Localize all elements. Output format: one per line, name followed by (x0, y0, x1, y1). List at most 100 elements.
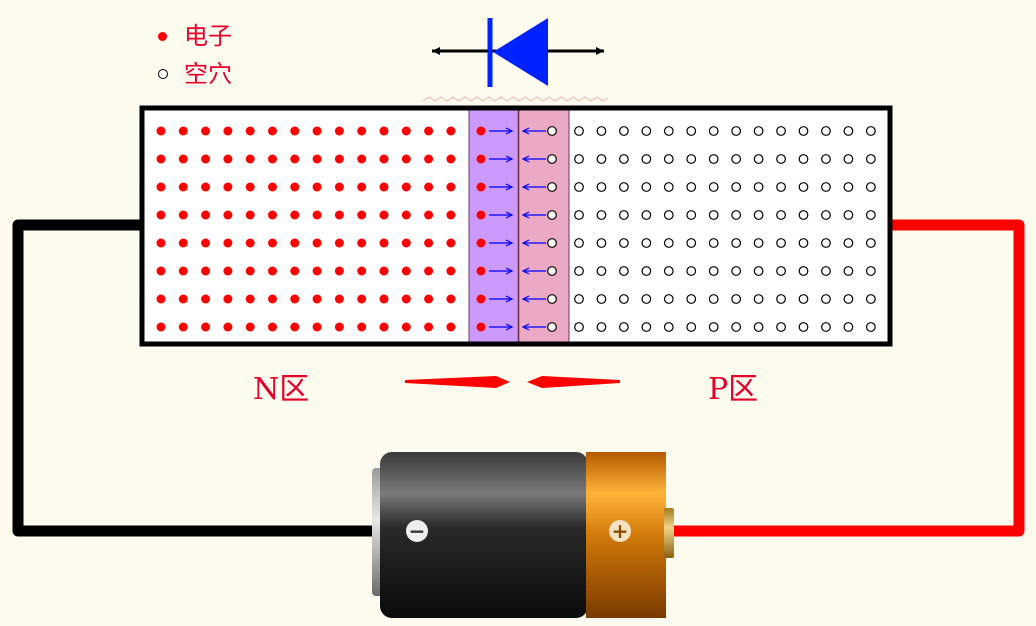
electron-dot (245, 294, 255, 304)
hole-drift-arrowhead (521, 155, 530, 163)
hole-dot (865, 238, 876, 248)
hole-dot (821, 154, 831, 164)
carrier-grid (156, 126, 876, 332)
hole-dot (686, 126, 697, 136)
hole-dot (753, 126, 764, 136)
electron-drift-arrowhead (505, 127, 514, 135)
hole-dot (641, 182, 652, 192)
depletion-region-n (469, 110, 519, 342)
hole-dot (798, 210, 809, 220)
hole-dot (798, 238, 809, 248)
electron-dot (446, 266, 456, 276)
electron-drift-arrowhead (505, 183, 514, 191)
electron-dot (156, 210, 166, 220)
electron-dot (334, 266, 344, 276)
hole-dot (619, 238, 629, 248)
hole-dot (708, 182, 719, 192)
diode-triangle (493, 18, 548, 86)
hole-dot (663, 238, 674, 248)
electron-dot (268, 182, 277, 192)
hole-dot (708, 210, 719, 220)
electron-drift-arrowhead (505, 211, 514, 219)
electron-drift-arrowhead (505, 267, 514, 275)
electron-drift-arrowhead (505, 323, 514, 331)
electron-dot (401, 210, 411, 220)
hole-dot (821, 126, 831, 136)
electron-dot (290, 154, 300, 164)
hole-dot (798, 182, 809, 192)
electron-dot (357, 266, 367, 276)
hole-dot (686, 182, 697, 192)
hole-dot (821, 210, 831, 220)
electron-dot (178, 238, 188, 248)
hole-dot (731, 294, 742, 304)
hole-dot (753, 154, 764, 164)
junction-hole-dot (547, 210, 557, 220)
electron-legend-icon (158, 32, 167, 41)
electron-dot (245, 210, 255, 220)
diffusion-arrow-left (527, 376, 620, 388)
hole-dot (708, 126, 719, 136)
electron-dot (178, 294, 188, 304)
electron-dot (357, 182, 367, 192)
hole-dot (619, 266, 629, 276)
hole-dot (708, 294, 719, 304)
electron-dot (357, 322, 367, 332)
hole-dot (663, 210, 674, 220)
electron-dot (156, 182, 166, 192)
electron-dot (401, 266, 411, 276)
junction-electron-dot (476, 126, 486, 136)
electron-dot (156, 154, 166, 164)
electron-dot (357, 154, 367, 164)
hole-dot (708, 154, 719, 164)
electron-dot (245, 266, 255, 276)
battery-negative-badge (406, 520, 428, 542)
electron-dot (156, 322, 166, 332)
hole-dot (574, 238, 584, 248)
legend-electron-label: 电子 (184, 21, 232, 50)
hole-dot (843, 182, 854, 192)
hole-dot (865, 154, 876, 164)
electron-dot (290, 182, 300, 192)
hole-dot (776, 182, 786, 192)
electron-dot (245, 238, 255, 248)
electron-dot (379, 266, 389, 276)
hole-dot (708, 266, 719, 276)
hole-dot (619, 210, 629, 220)
electron-dot (201, 182, 211, 192)
hole-dot (753, 294, 764, 304)
n-region-label: N区 (253, 372, 310, 407)
electron-dot (312, 238, 322, 248)
electron-dot (201, 322, 211, 332)
hole-drift-arrowhead (521, 127, 530, 135)
electron-dot (334, 322, 344, 332)
junction-electron-dot (476, 294, 486, 304)
legend-electron: 电子 (156, 18, 232, 50)
electron-dot (223, 238, 233, 248)
electron-dot (401, 182, 411, 192)
hole-dot (731, 238, 742, 248)
hole-drift-arrowhead (521, 295, 530, 303)
electron-dot (312, 154, 322, 164)
electron-dot (446, 210, 456, 220)
hole-dot (619, 154, 629, 164)
electron-dot (201, 266, 211, 276)
electron-dot (312, 322, 322, 332)
hole-dot (776, 266, 786, 276)
junction-electron-dot (476, 154, 486, 164)
hole-dot (641, 322, 652, 332)
junction-hole-dot (547, 154, 557, 164)
hole-dot (843, 266, 854, 276)
hole-dot (798, 266, 809, 276)
electron-dot (424, 210, 434, 220)
hole-dot (663, 322, 674, 332)
p-region-label: P区 (708, 372, 759, 407)
hole-dot (731, 266, 742, 276)
electron-drift-arrowhead (505, 295, 514, 303)
electron-dot (268, 238, 277, 248)
hole-dot (776, 238, 786, 248)
electron-dot (379, 154, 389, 164)
electron-dot (178, 210, 188, 220)
hole-dot (641, 126, 652, 136)
